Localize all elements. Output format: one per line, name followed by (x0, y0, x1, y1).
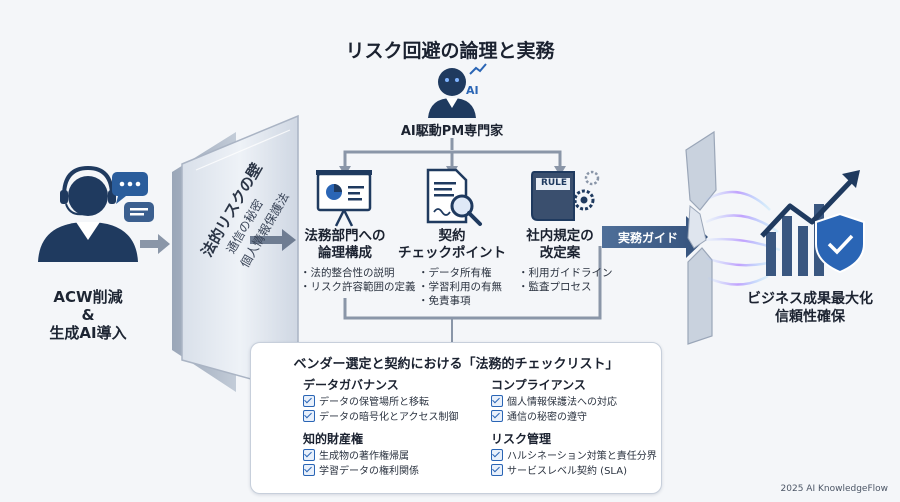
contract-title-line2: チェックポイント (398, 245, 506, 261)
rule-book-icon (531, 170, 600, 221)
checklist-item: データの暗号化とアクセス制御 (303, 408, 459, 423)
operator-headset-icon (38, 165, 138, 262)
rules-bullet: ・監査プロセス (518, 281, 592, 293)
checklist-item-label: データの暗号化とアクセス制御 (319, 412, 459, 423)
start-label-line3: 生成AI導入 (49, 324, 127, 342)
rules-bullet: ・利用ガイドライン (518, 267, 613, 279)
start-label: ACW削減 & 生成AI導入 (28, 288, 148, 342)
page-title: リスク回避の論理と実務 (345, 40, 555, 62)
rules-node: 社内規定の 改定案 (508, 228, 612, 262)
presentation-board-icon (316, 170, 372, 227)
contract-magnifier-icon (426, 168, 482, 226)
footer-credit: 2025 AI KnowledgeFlow (780, 484, 888, 494)
legal-title-line1: 法務部門への (304, 228, 386, 244)
rule-icon-text: RULE (540, 178, 568, 188)
checklist-item: 生成物の著作権帰属 (303, 447, 419, 462)
result-line1: ビジネス成果最大化 (747, 291, 873, 307)
legal-node: 法務部門への 論理構成 (290, 228, 400, 262)
checklist-item-label: 個人情報保護法への対応 (507, 397, 617, 408)
category-ip: 知的財産権 生成物の著作権帰属 学習データの権利関係 (303, 430, 419, 477)
checklist-item: サービスレベル契約 (SLA) (491, 462, 657, 477)
checklist-item: 通信の秘密の遵守 (491, 408, 617, 423)
checkbox-checked-icon (303, 463, 315, 476)
chat-bubble-icon (112, 172, 154, 222)
growth-chart-shield-icon (760, 170, 865, 276)
checkbox-checked-icon (491, 448, 503, 461)
rules-title-line2: 改定案 (539, 245, 581, 261)
contract-title-line1: 契約 (438, 228, 466, 244)
checklist-item-label: サービスレベル契約 (SLA) (507, 466, 627, 477)
legal-title-line2: 論理構成 (318, 245, 372, 261)
rules-title-line1: 社内規定の (526, 228, 594, 244)
start-label-line1: ACW削減 (53, 288, 123, 306)
expert-label: AI駆動PM専門家 (400, 124, 504, 139)
start-label-line2: & (81, 306, 95, 324)
checkbox-checked-icon (491, 394, 503, 407)
contract-bullet: ・データ所有権 (418, 267, 492, 279)
category-risk-management: リスク管理 ハルシネーション対策と責任分界 サービスレベル契約 (SLA) (491, 430, 657, 477)
ai-expert-icon (428, 63, 487, 118)
legal-bullet: ・リスク許容範囲の定義 (300, 281, 416, 293)
ai-badge: AI (466, 84, 479, 97)
legal-bullets: ・法的整合性の説明 ・リスク許容範囲の定義 (300, 266, 416, 294)
category-title: リスク管理 (491, 432, 552, 446)
practical-guide-arrow (602, 216, 708, 258)
result-label: ビジネス成果最大化 信頼性確保 (730, 290, 890, 326)
category-title: 知的財産権 (303, 432, 364, 446)
checklist-item: 個人情報保護法への対応 (491, 393, 617, 408)
checklist-item-label: 生成物の著作権帰属 (319, 451, 409, 462)
checklist-item: データの保管場所と移転 (303, 393, 459, 408)
legal-bullet: ・法的整合性の説明 (300, 267, 395, 279)
checkbox-checked-icon (303, 409, 315, 422)
checkbox-checked-icon (303, 394, 315, 407)
checklist-title: ベンダー選定と契約における「法務的チェックリスト」 (293, 357, 619, 372)
checkbox-checked-icon (303, 448, 315, 461)
checklist-item-label: データの保管場所と移転 (319, 397, 429, 408)
contract-node: 契約 チェックポイント (392, 228, 512, 262)
checklist-item: 学習データの権利関係 (303, 462, 419, 477)
checkbox-checked-icon (491, 463, 503, 476)
legal-risk-wall (172, 114, 299, 393)
guide-label: 実務ガイド (617, 231, 678, 245)
broken-wall-fragment (685, 130, 717, 345)
checkbox-checked-icon (491, 409, 503, 422)
checklist-item-label: 学習データの権利関係 (319, 466, 419, 477)
contract-bullets: ・データ所有権 ・学習利用の有無 ・免責事項 (418, 266, 502, 308)
checklist-item-label: ハルシネーション対策と責任分界 (507, 451, 657, 462)
checklist-item-label: 通信の秘密の遵守 (507, 412, 587, 423)
rules-bullets: ・利用ガイドライン ・監査プロセス (518, 266, 613, 294)
category-title: コンプライアンス (491, 378, 586, 392)
expert-connectors (343, 138, 562, 170)
category-title: データガバナンス (303, 378, 399, 392)
category-data-governance: データガバナンス データの保管場所と移転 データの暗号化とアクセス制御 (303, 376, 459, 423)
checklist-item: ハルシネーション対策と責任分界 (491, 447, 657, 462)
category-compliance: コンプライアンス 個人情報保護法への対応 通信の秘密の遵守 (491, 376, 617, 423)
legal-checklist-panel: ベンダー選定と契約における「法務的チェックリスト」 データガバナンス データの保… (250, 342, 662, 494)
contract-bullet: ・免責事項 (418, 295, 471, 307)
contract-bullet: ・学習利用の有無 (418, 281, 502, 293)
result-line2: 信頼性確保 (775, 309, 845, 325)
